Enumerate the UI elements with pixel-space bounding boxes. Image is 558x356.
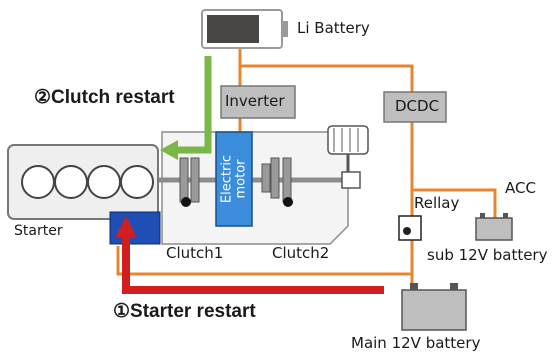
li-battery-label: Li Battery — [297, 19, 370, 37]
clutch2-label: Clutch2 — [272, 244, 330, 262]
starter-restart-arrow — [115, 216, 384, 294]
gear-a — [261, 163, 271, 193]
gear-b — [270, 157, 280, 199]
clutch1-plate-b — [190, 157, 200, 203]
li-battery-charge — [207, 15, 259, 43]
li-battery — [201, 9, 288, 49]
main-battery-terminal — [410, 283, 418, 290]
clutch-restart-arrow — [160, 56, 212, 160]
relay-body — [398, 215, 422, 241]
li-battery-terminal — [282, 21, 288, 37]
red-arrow-shaft — [122, 236, 384, 294]
cylinder-2 — [54, 165, 88, 199]
cylinder-1 — [21, 165, 55, 199]
output-wheel — [327, 125, 369, 189]
sub-12v-battery — [475, 213, 513, 241]
cylinder-4 — [120, 165, 154, 199]
clutch-restart-label: ②Clutch restart — [34, 87, 175, 108]
gearset — [261, 157, 293, 207]
clutch2-actuator — [283, 197, 293, 207]
relay — [398, 215, 422, 241]
main-12v-battery-label: Main 12V battery — [351, 334, 481, 352]
electric-motor-label-line2: motor — [233, 159, 248, 199]
electric-motor-label-box: Electric motor — [216, 132, 252, 226]
sub-battery-terminal — [480, 213, 485, 218]
clutch1-label: Clutch1 — [166, 244, 224, 262]
sub-battery-body — [475, 217, 513, 241]
clutch1-actuator — [181, 197, 191, 207]
relay-contact — [403, 227, 411, 235]
sub-battery-terminal — [503, 213, 508, 218]
inverter-box — [220, 85, 296, 119]
inverter-label: Inverter — [225, 92, 285, 110]
electric-motor-label: Electric motor — [219, 154, 248, 204]
sub-12v-battery-label: sub 12V battery — [427, 246, 548, 264]
main-12v-battery — [401, 283, 467, 331]
electric-motor — [215, 131, 253, 227]
wire-battery-to-dcdc — [238, 48, 414, 92]
starter-motor — [109, 211, 161, 245]
wire-acc-sub-battery — [412, 188, 497, 218]
dcdc-label: DCDC — [395, 97, 440, 115]
acc-label: ACC — [505, 179, 536, 197]
rellay-label: Rellay — [414, 194, 460, 212]
clutch1-plate-a — [179, 157, 189, 203]
green-arrow-head — [160, 140, 178, 160]
starter-label: Starter — [14, 223, 63, 239]
dcdc-box — [383, 91, 447, 123]
green-arrow-shaft — [176, 56, 212, 154]
differential — [341, 171, 361, 189]
starter-restart-label: ①Starter restart — [113, 301, 256, 322]
clutch2-plate — [282, 157, 292, 203]
engine — [7, 144, 159, 220]
electric-motor-label-line1: Electric — [219, 154, 235, 204]
main-battery-terminal — [450, 283, 458, 290]
wiring — [116, 48, 497, 290]
clutch1 — [179, 157, 200, 207]
main-battery-body — [401, 289, 467, 331]
wire-starter-to-main — [116, 246, 412, 276]
red-arrow-head — [115, 216, 137, 238]
cylinder-3 — [87, 165, 121, 199]
